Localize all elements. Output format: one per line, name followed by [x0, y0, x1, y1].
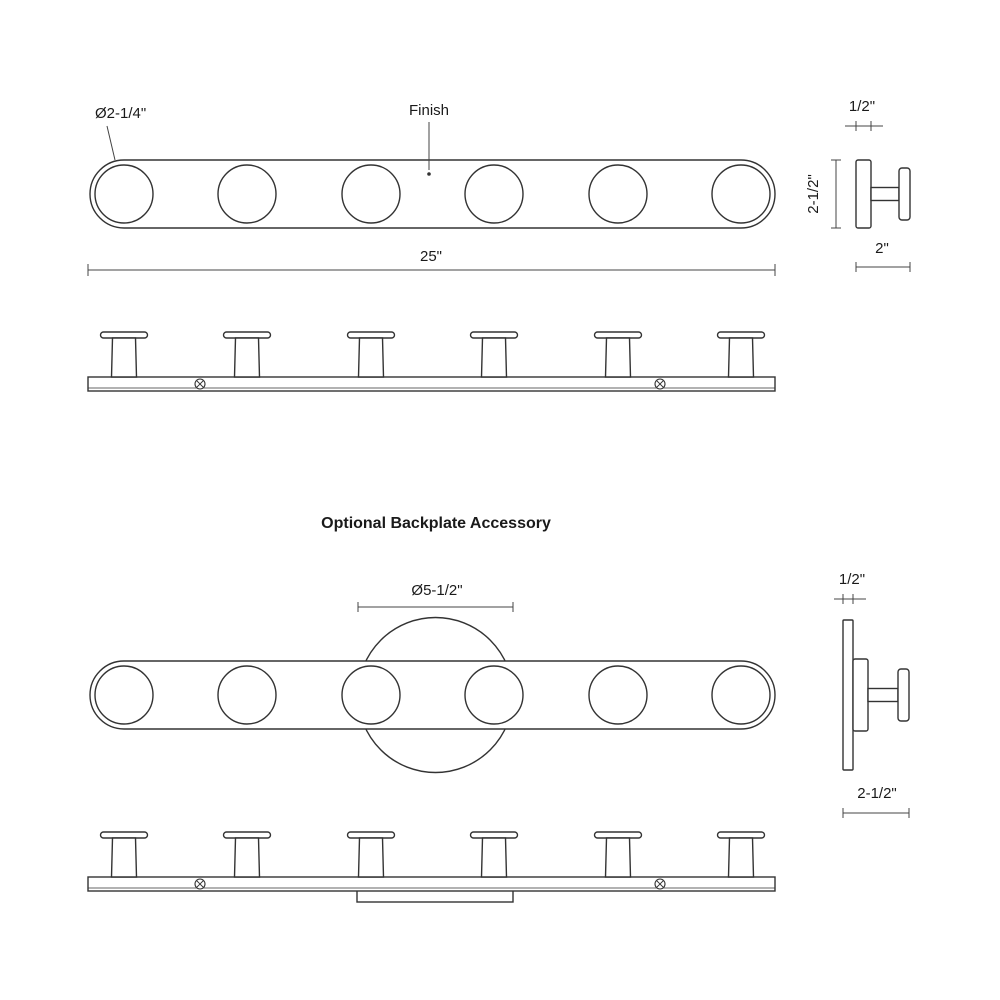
lamp-circle-5	[588, 665, 648, 725]
knob	[99, 831, 149, 878]
screw-icon	[654, 878, 666, 890]
knob	[469, 331, 519, 378]
lamp-circle-2	[217, 665, 277, 725]
side-bar-profile	[852, 658, 869, 732]
plan-view	[87, 331, 776, 392]
knob	[593, 831, 643, 878]
backplate-thickness-label: 1/2"	[839, 571, 865, 588]
fixture-body	[89, 660, 776, 730]
backplate-plan-view	[87, 831, 776, 903]
lamp-circle-3	[341, 665, 401, 725]
mounting-bar	[87, 376, 776, 392]
height-label: 2-1/2"	[805, 174, 822, 214]
knob	[99, 331, 149, 378]
backplate-title: Optional Backplate Accessory	[321, 515, 551, 532]
backplate-profile	[842, 619, 854, 771]
knob	[593, 331, 643, 378]
knob	[716, 831, 766, 878]
side-arm-profile	[870, 186, 900, 202]
backplate-total-depth-label: 2-1/2"	[857, 785, 897, 802]
mounting-bar	[87, 876, 776, 892]
lamp-circle-4	[464, 665, 524, 725]
total-depth-label: 2"	[875, 240, 889, 257]
knob	[469, 831, 519, 878]
screw-icon	[194, 378, 206, 390]
knob	[346, 331, 396, 378]
lamp-circle-6	[711, 164, 771, 224]
fixture-body	[89, 159, 776, 229]
knob	[222, 831, 272, 878]
screw-icon	[654, 378, 666, 390]
backplate-diameter-label: Ø5-1/2"	[411, 582, 462, 599]
lamp-circle-5	[588, 164, 648, 224]
lamp-circle-3	[341, 164, 401, 224]
lamp-circle-4	[464, 164, 524, 224]
knob	[346, 831, 396, 878]
lamp-diameter-leader-line	[106, 125, 116, 161]
front-view: Ø2-1/4" Finish	[89, 102, 776, 229]
side-knob-profile	[898, 167, 911, 221]
finish-leader-dot	[427, 172, 431, 176]
bar-depth-label: 1/2"	[849, 98, 875, 115]
backplate-diameter-dimension: Ø5-1/2"	[357, 582, 514, 612]
side-knob-profile	[897, 668, 910, 722]
lamp-circle-1	[94, 665, 154, 725]
backplate-side-view: 1/2" 2-1/2"	[834, 571, 910, 818]
lamp-circle-6	[711, 665, 771, 725]
lamp-circle-1	[94, 164, 154, 224]
knob	[716, 331, 766, 378]
overall-width-label: 25"	[420, 248, 442, 265]
lamp-diameter-label: Ø2-1/4"	[95, 105, 146, 122]
side-bar-profile	[855, 159, 872, 229]
knob	[222, 331, 272, 378]
side-view: 1/2" 2-1/2" 2"	[805, 98, 911, 272]
backplate-front-view	[89, 616, 776, 774]
side-arm-profile	[867, 687, 899, 703]
overall-width-dimension: 25"	[87, 248, 776, 276]
screw-icon	[194, 878, 206, 890]
finish-label: Finish	[409, 102, 449, 119]
lamp-circle-2	[217, 164, 277, 224]
